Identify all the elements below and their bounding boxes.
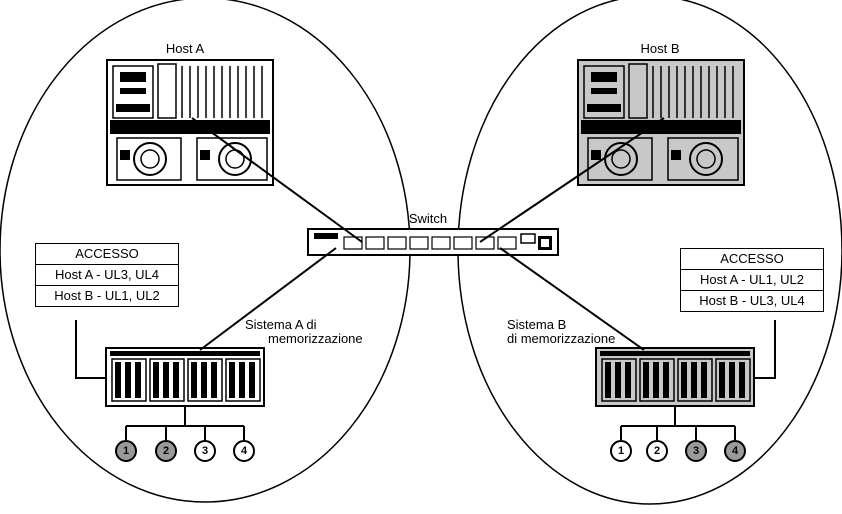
lun-b-1: 1 [610,440,632,462]
lun-a-1: 1 [115,440,137,462]
lun-b-4: 4 [724,440,746,462]
storage-a-label-line1: Sistema A di [245,317,317,332]
host-a-server [107,60,273,185]
acl-a-connector [76,320,106,378]
storage-a-label-line2: memorizzazione [268,331,363,346]
access-table-a-row: Host A - UL3, UL4 [36,264,178,285]
lun-b-3: 3 [685,440,707,462]
lun-a-2: 2 [155,440,177,462]
switch-label: Switch [393,211,463,226]
access-table-b-row: Host B - UL3, UL4 [681,290,823,311]
switch-device [308,229,558,255]
acl-b-connector [754,320,775,378]
storage-system-b [596,348,754,406]
storage-system-a [106,348,264,406]
lun-a-4: 4 [233,440,255,462]
host-a-label: Host A [150,41,220,56]
storage-b-label-line2: di memorizzazione [507,331,615,346]
access-table-a: ACCESSO Host A - UL3, UL4 Host B - UL1, … [35,243,179,307]
access-table-a-title: ACCESSO [36,244,178,264]
lun-b-2: 2 [646,440,668,462]
host-b-label: Host B [625,41,695,56]
access-table-b: ACCESSO Host A - UL1, UL2 Host B - UL3, … [680,248,824,312]
storage-b-label-line1: Sistema B [507,317,566,332]
access-table-b-row: Host A - UL1, UL2 [681,269,823,290]
host-b-server [578,60,744,185]
access-table-b-title: ACCESSO [681,249,823,269]
lun-a-3: 3 [194,440,216,462]
access-table-a-row: Host B - UL1, UL2 [36,285,178,306]
